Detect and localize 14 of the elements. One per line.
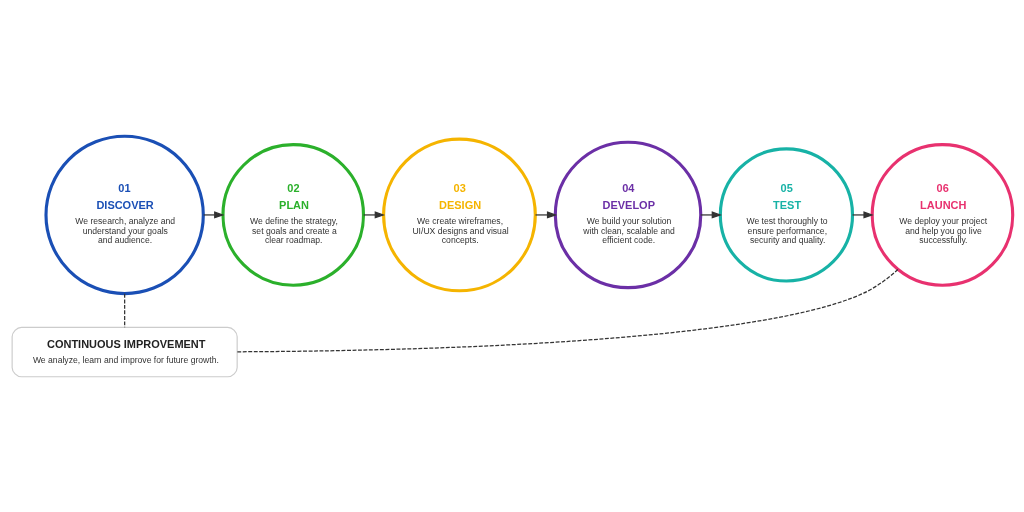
arrow — [362, 210, 385, 219]
connector — [123, 292, 125, 328]
node-circle: 04 DEVELOP We build your solution with clean, scalable and efficient code. — [553, 140, 702, 289]
arrow — [534, 210, 557, 219]
node-circle: 01 DISCOVER We research, analyze and understand your goals and audience. — [43, 134, 205, 295]
node-circle: 05 TEST We test thoroughly to ensure performance, security and quality. — [718, 146, 854, 283]
node-circle: 03 DESIGN We create wireframes, UI/UX designs and visual concepts. — [381, 137, 537, 292]
arrow — [851, 210, 874, 219]
node-box: CONTINUOUS IMPROVEMENT We analyze, learn and improve for future growth. — [11, 326, 238, 377]
connector — [236, 268, 898, 352]
arrow — [202, 210, 224, 219]
arrow — [699, 210, 722, 219]
node-circle: 06 LAUNCH We deploy your project and help you go live successfully. — [870, 142, 1014, 287]
node-circle: 02 PLAN We define the strategy, set goals and create a clear roadmap. — [220, 142, 365, 287]
